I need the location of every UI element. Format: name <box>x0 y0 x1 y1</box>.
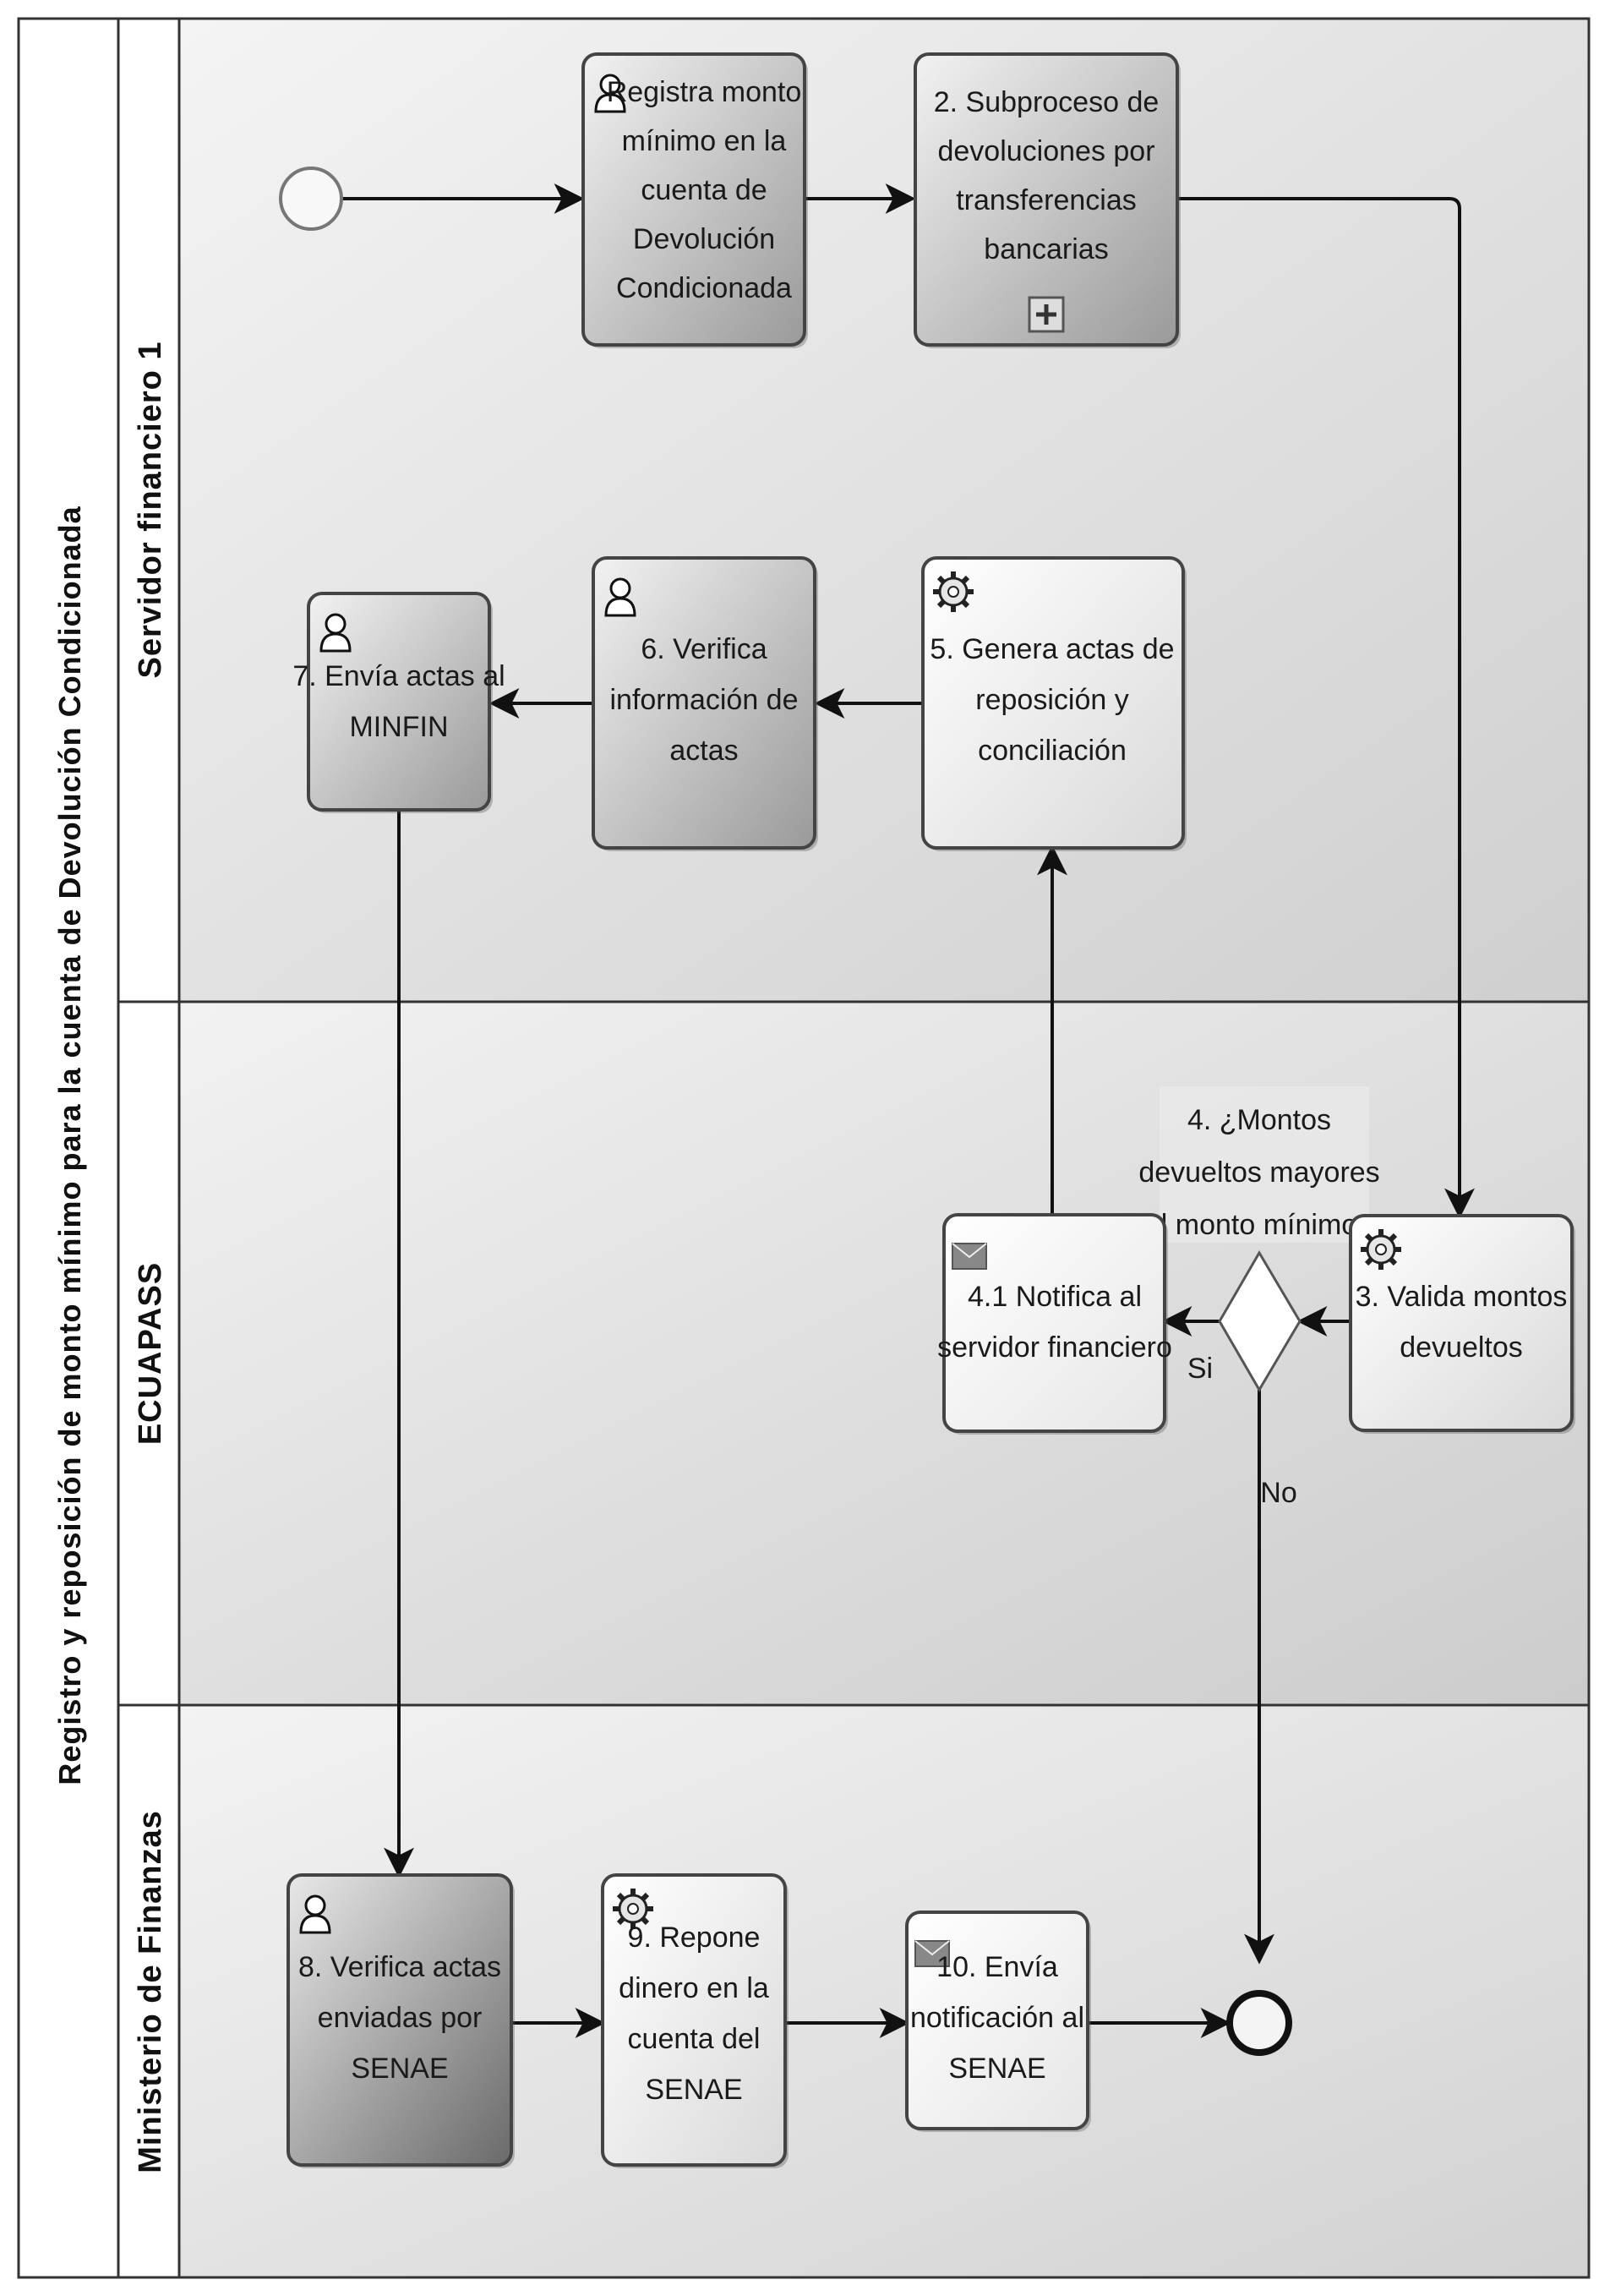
task-t7-line: 7. Envía actas al <box>292 660 505 692</box>
subprocess-plus-icon[interactable] <box>1028 296 1065 333</box>
gateway-question-line: devueltos mayores <box>1138 1156 1379 1189</box>
gear-icon <box>933 571 974 612</box>
task-t7[interactable]: 7. Envía actas al MINFIN <box>292 592 505 813</box>
start-event[interactable] <box>279 167 343 231</box>
pool-title-band <box>17 17 120 2279</box>
task-t9-line: dinero en la <box>619 1972 769 2004</box>
flow-label-yes: Si <box>1187 1353 1213 1385</box>
task-t5-line: reposición y <box>975 684 1128 716</box>
task-t1[interactable]: Registra monto mínimo en la cuenta de Devol… <box>581 52 808 348</box>
task-t7-line: MINFIN <box>349 711 448 743</box>
user-icon <box>299 1894 331 1934</box>
pool-title: Registro y reposición de monto mínimo pa… <box>52 506 87 1785</box>
task-t10-line: SENAE <box>948 2053 1045 2085</box>
user-icon <box>319 613 352 653</box>
task-t8-line: 8. Verifica actas <box>298 1951 501 1983</box>
task-t1-line: mínimo en la <box>622 125 787 157</box>
end-event[interactable] <box>1226 1990 1292 2056</box>
task-t5-line: 5. Genera actas de <box>930 633 1174 665</box>
task-t41[interactable]: 4.1 Notifica al servidor financiero <box>937 1213 1172 1435</box>
task-t5-line: conciliación <box>978 735 1127 767</box>
task-t8-line: SENAE <box>351 2053 448 2085</box>
task-t41-line: 4.1 Notifica al <box>968 1281 1142 1313</box>
task-t2-line: transferencias <box>956 184 1137 216</box>
task-t1-line: cuenta de <box>641 174 767 206</box>
gear-icon <box>1361 1229 1401 1270</box>
task-t8-line: enviadas por <box>318 2002 483 2034</box>
lane-label-minfin: Ministerio de Finanzas <box>133 1810 168 2173</box>
tasks-layer: Registra monto mínimo en la cuenta de Devol… <box>287 52 1575 2168</box>
task-t1-line: Condicionada <box>616 272 792 304</box>
lane-servidor-financiero: Servidor financiero 1 <box>117 17 1591 1003</box>
task-t1-line: Devolución <box>633 223 775 255</box>
flow-label-no: No <box>1260 1477 1296 1509</box>
sequence-flows <box>342 183 1475 2038</box>
task-t2-line: bancarias <box>984 233 1108 265</box>
envelope-icon <box>914 1940 950 1967</box>
task-t9-line: 9. Repone <box>628 1922 761 1954</box>
gateway-question-line: 4. ¿Montos <box>1187 1104 1331 1136</box>
task-t3[interactable]: 3. Valida montos devueltos <box>1349 1214 1575 1434</box>
exclusive-gateway[interactable] <box>1218 1250 1302 1392</box>
task-t1-line: Registra monto <box>607 76 802 108</box>
task-t2[interactable]: 2. Subproceso de devoluciones por transfer… <box>914 52 1181 348</box>
task-t6[interactable]: 6. Verifica información de actas <box>592 556 818 851</box>
task-t6-line: 6. Verifica <box>641 633 767 665</box>
task-t9-line: cuenta del <box>628 2023 761 2055</box>
gateway-question-line: al monto mínimo? <box>1145 1209 1373 1241</box>
task-t5[interactable]: 5. Genera actas de reposición y conciliaci… <box>921 556 1187 851</box>
task-t2-line: devoluciones por <box>937 135 1154 167</box>
task-t6-line: información de <box>609 684 798 716</box>
gear-icon <box>613 1889 653 1929</box>
lane-label-servidor: Servidor financiero 1 <box>133 341 168 678</box>
gateway-question-label: 4. ¿Montos devueltos mayores al monto míni… <box>1138 1086 1380 1243</box>
flow-t2-to-t3 <box>1177 197 1475 1219</box>
task-t9-line: SENAE <box>645 2074 742 2106</box>
task-t2-line: 2. Subproceso de <box>934 86 1160 118</box>
user-icon <box>594 74 626 113</box>
task-t10[interactable]: 10. Envía notificación al SENAE <box>905 1911 1091 2132</box>
envelope-icon <box>952 1243 987 1270</box>
task-t6-line: actas <box>669 735 738 767</box>
task-t10-line: 10. Envía <box>936 1951 1058 1983</box>
task-t3-line: devueltos <box>1400 1331 1523 1364</box>
user-icon <box>604 577 636 617</box>
task-t41-line: servidor financiero <box>937 1331 1172 1364</box>
lane-label-ecuapass: ECUAPASS <box>133 1262 168 1445</box>
task-t3-line: 3. Valida montos <box>1356 1281 1568 1313</box>
task-t10-line: notificación al <box>910 2002 1084 2034</box>
